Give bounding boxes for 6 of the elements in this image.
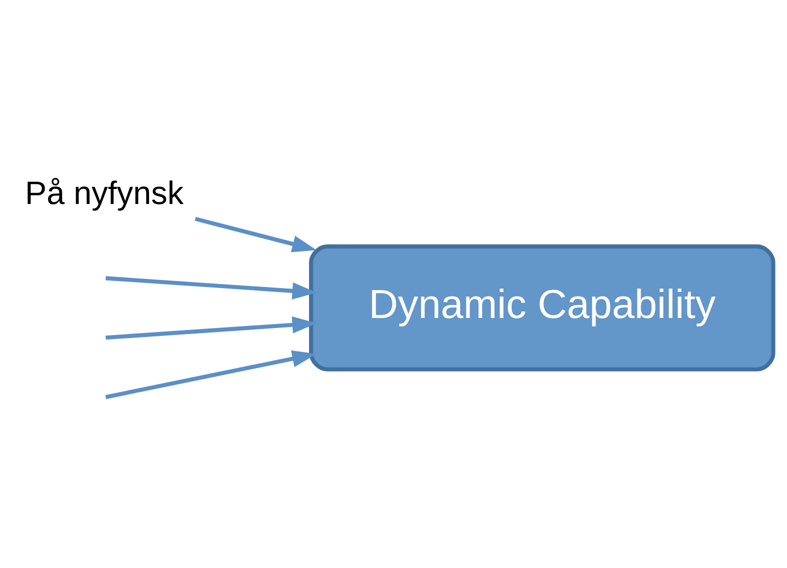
node-box: Dynamic Capability	[309, 244, 776, 371]
arrow	[106, 316, 317, 340]
arrow	[106, 276, 317, 299]
arrow	[194, 216, 317, 252]
arrow	[105, 350, 317, 399]
node-text: På nyfynsk	[24, 174, 184, 211]
